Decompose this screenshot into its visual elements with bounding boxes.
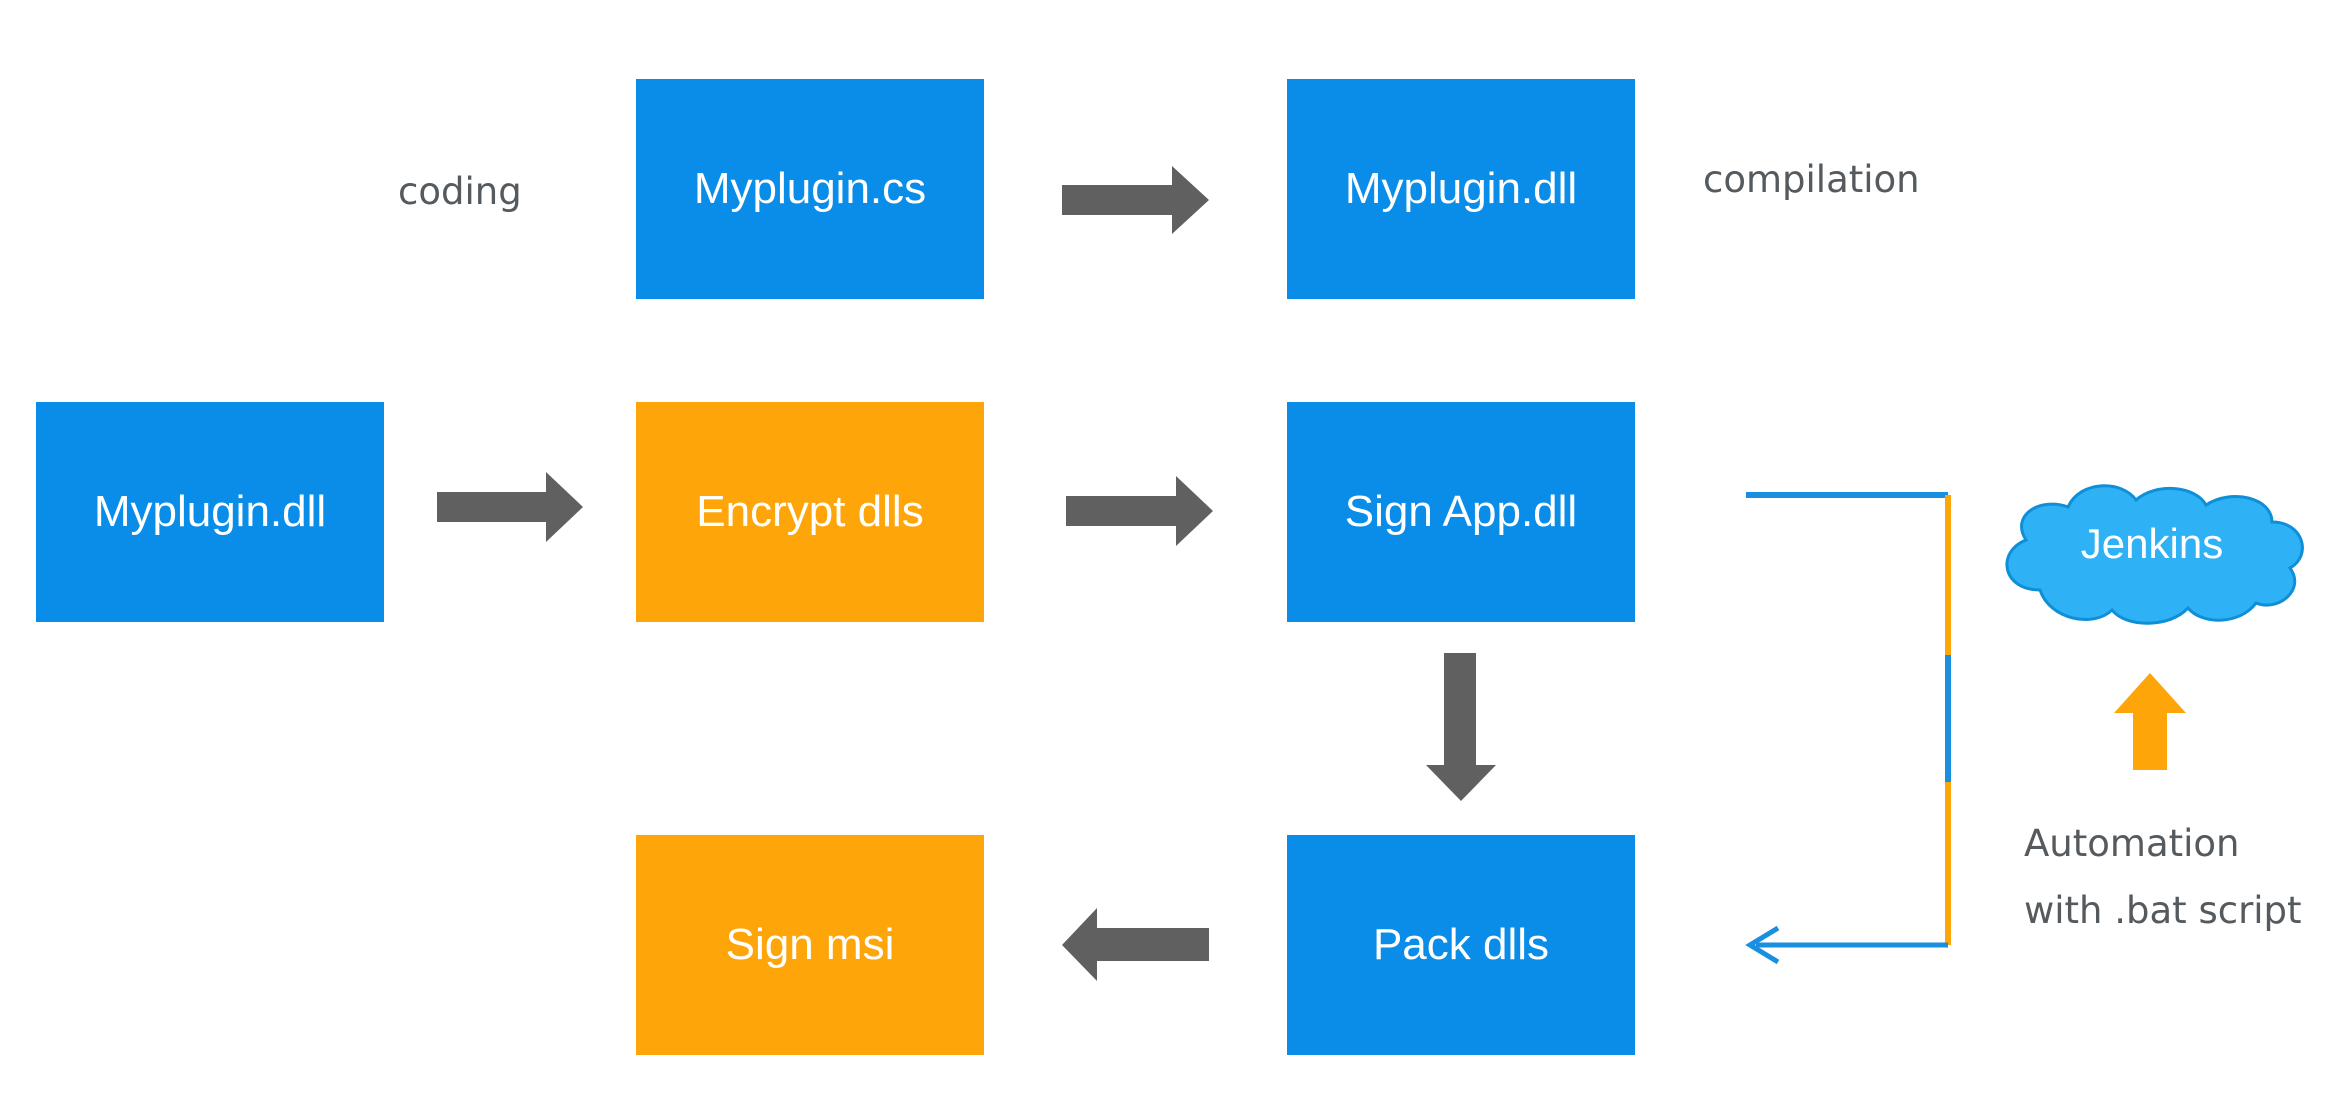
myplugin-dll-top-box: Myplugin.dll (1287, 79, 1635, 299)
sign-msi-box: Sign msi (636, 835, 984, 1055)
sign-app-dll-box: Sign App.dll (1287, 402, 1635, 622)
automation-connector (1745, 492, 1951, 965)
compilation-label: compilation (1703, 158, 1920, 201)
arrow-right-icon (1066, 476, 1213, 546)
automation-note: Automation with .bat script (2024, 810, 2302, 944)
arrow-down-icon (1426, 653, 1496, 801)
arrow-right-icon (1062, 166, 1209, 234)
automation-line-2: with .bat script (2024, 889, 2302, 932)
arrow-left-icon (1062, 908, 1209, 981)
jenkins-label: Jenkins (2080, 520, 2224, 567)
automation-line-1: Automation (2024, 822, 2240, 865)
myplugin-dll-left-box: Myplugin.dll (36, 402, 384, 622)
pack-dlls-box: Pack dlls (1287, 835, 1635, 1055)
encrypt-dlls-box: Encrypt dlls (636, 402, 984, 622)
myplugin-cs-box: Myplugin.cs (636, 79, 984, 299)
arrow-up-icon (2114, 673, 2186, 770)
arrow-right-icon (437, 472, 583, 542)
cloud-icon (2005, 484, 2304, 625)
coding-label: coding (398, 170, 522, 213)
